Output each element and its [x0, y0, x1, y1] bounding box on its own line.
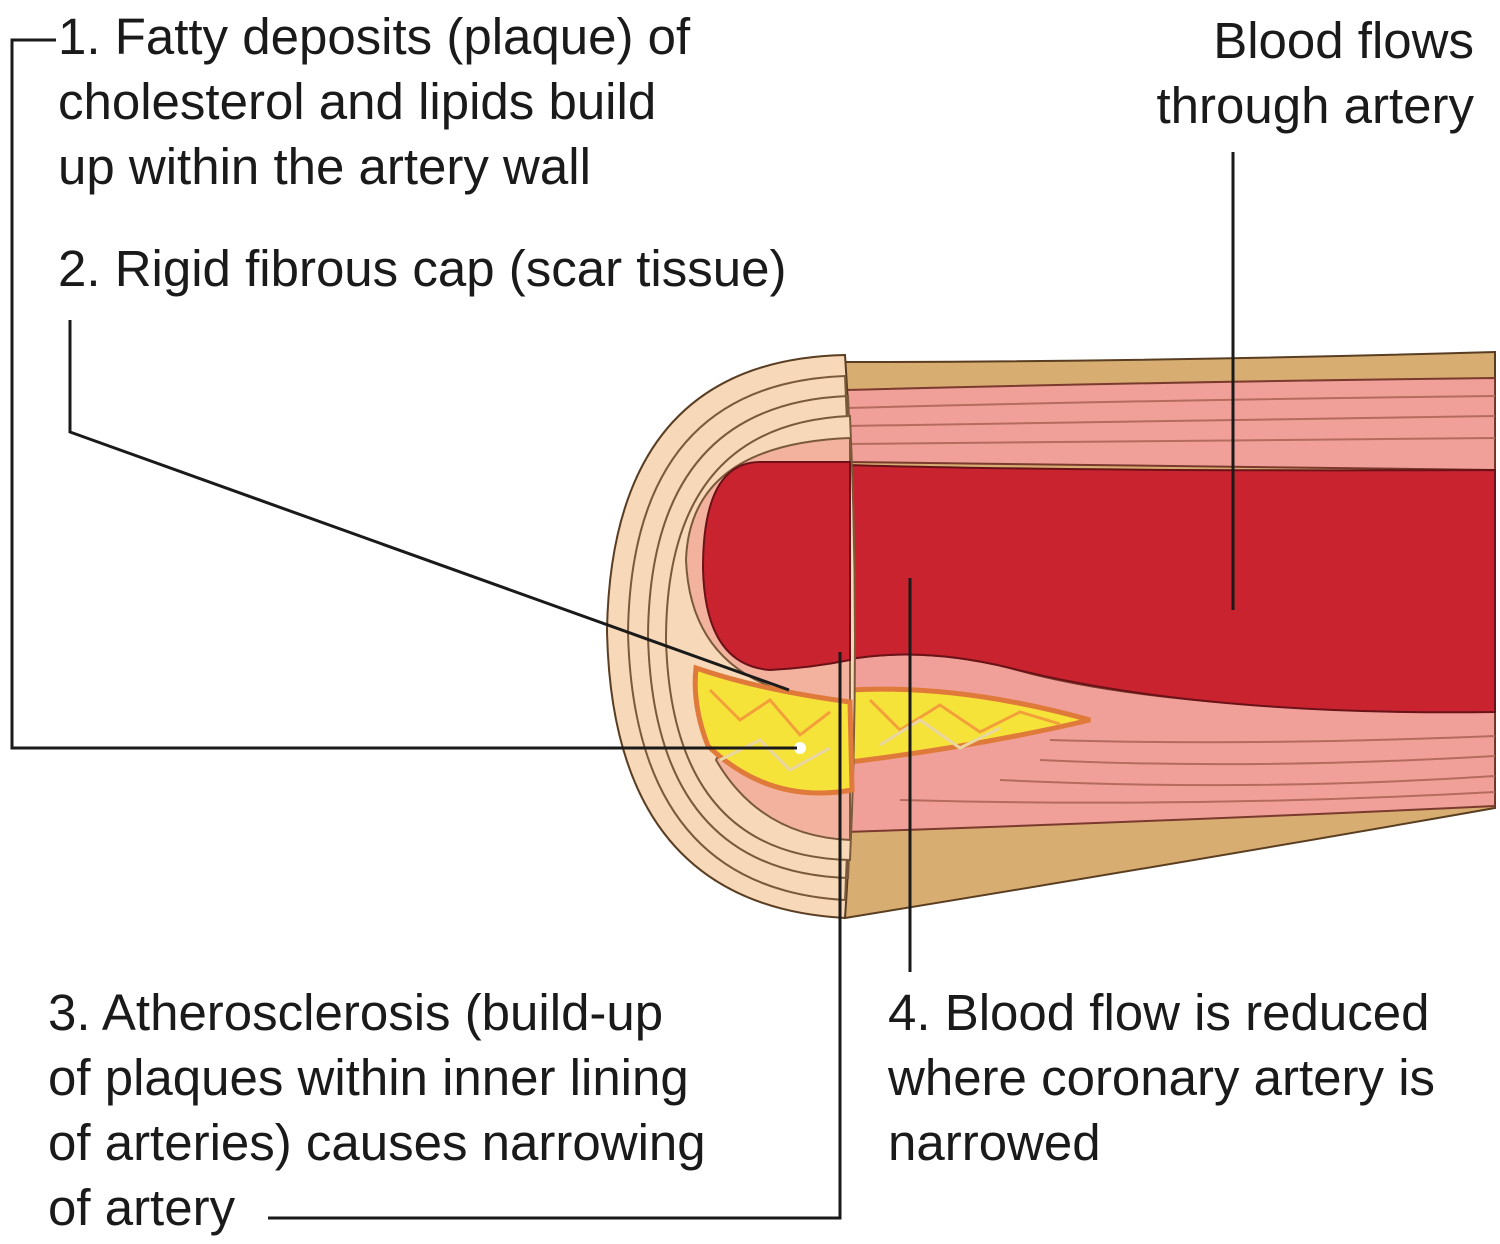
leader-line-2	[68, 320, 790, 692]
leader-line-1	[10, 38, 797, 750]
label-atherosclerosis: 3. Atherosclerosis (build-up of plaques …	[48, 980, 706, 1240]
label-atherosclerosis-line-3: of arteries) causes narrowing	[48, 1114, 706, 1171]
leader-line-3	[268, 652, 842, 1220]
label-fatty-deposits-line-1: 1. Fatty deposits (plaque) of	[58, 8, 691, 65]
label-atherosclerosis-line-4: of artery	[48, 1179, 236, 1236]
label-fatty-deposits: 1. Fatty deposits (plaque) of cholestero…	[58, 4, 690, 199]
plaque-cross-section	[692, 664, 855, 796]
label-blood-flow-reduced-line-2: where coronary artery is	[888, 1049, 1436, 1106]
label-blood-flow-reduced-line-3: narrowed	[888, 1114, 1101, 1171]
label-blood-flows: Blood flows through artery	[1156, 8, 1474, 138]
label-blood-flows-line-1: Blood flows	[1213, 12, 1474, 69]
label-fibrous-cap: 2. Rigid fibrous cap (scar tissue)	[58, 236, 786, 301]
label-fatty-deposits-line-2: cholesterol and lipids build	[58, 73, 657, 130]
label-blood-flow-reduced-line-1: 4. Blood flow is reduced	[888, 984, 1430, 1041]
leader-lines	[10, 38, 1235, 1220]
label-blood-flows-line-2: through artery	[1156, 77, 1474, 134]
label-blood-flow-reduced: 4. Blood flow is reduced where coronary …	[888, 980, 1435, 1175]
label-fatty-deposits-line-3: up within the artery wall	[58, 138, 591, 195]
label-atherosclerosis-line-1: 3. Atherosclerosis (build-up	[48, 984, 664, 1041]
label-fibrous-cap-line-1: 2. Rigid fibrous cap (scar tissue)	[58, 240, 787, 297]
upper-muscle-layer	[845, 376, 1495, 472]
artery-cross-section	[605, 353, 856, 920]
label-atherosclerosis-line-2: of plaques within inner lining	[48, 1049, 689, 1106]
